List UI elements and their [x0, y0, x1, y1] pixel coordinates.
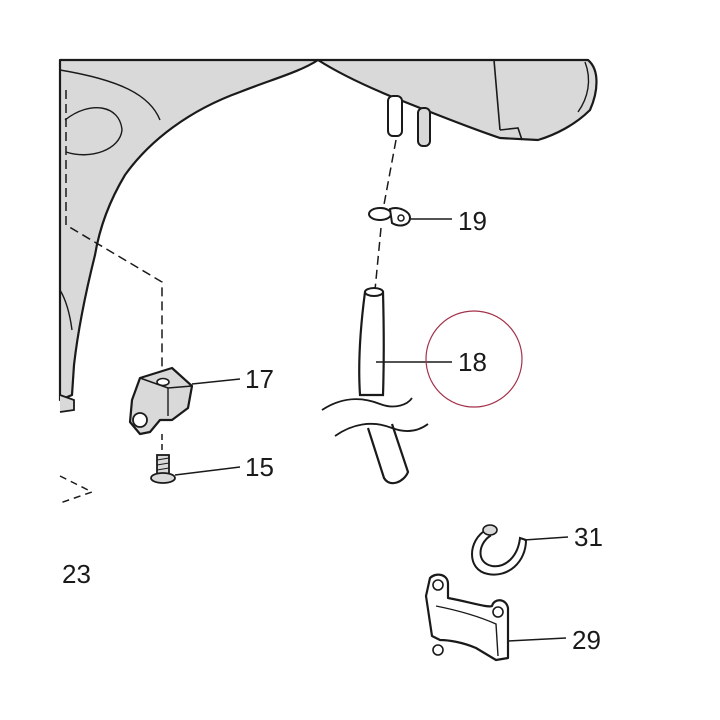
assembly-guide-lines: [59, 90, 397, 504]
callout-31: 31: [574, 522, 603, 552]
callout-15: 15: [245, 452, 274, 482]
highlight-ring: [425, 310, 523, 408]
screw-part-15: [150, 434, 241, 484]
callout-23: 23: [62, 559, 91, 589]
bracket-part-17: [128, 366, 241, 436]
plate-part-29: [424, 573, 567, 662]
callout-17: 17: [245, 364, 274, 394]
callout-18: 18: [458, 347, 487, 377]
nozzle-part: [387, 95, 431, 147]
tank-part: [316, 58, 598, 142]
clip-part-19: [368, 207, 452, 227]
hose-part-18: [321, 287, 452, 485]
callout-19: 19: [458, 206, 487, 236]
clamp-part-31: [471, 524, 569, 576]
callout-29: 29: [572, 625, 601, 655]
housing-part: [58, 58, 320, 413]
